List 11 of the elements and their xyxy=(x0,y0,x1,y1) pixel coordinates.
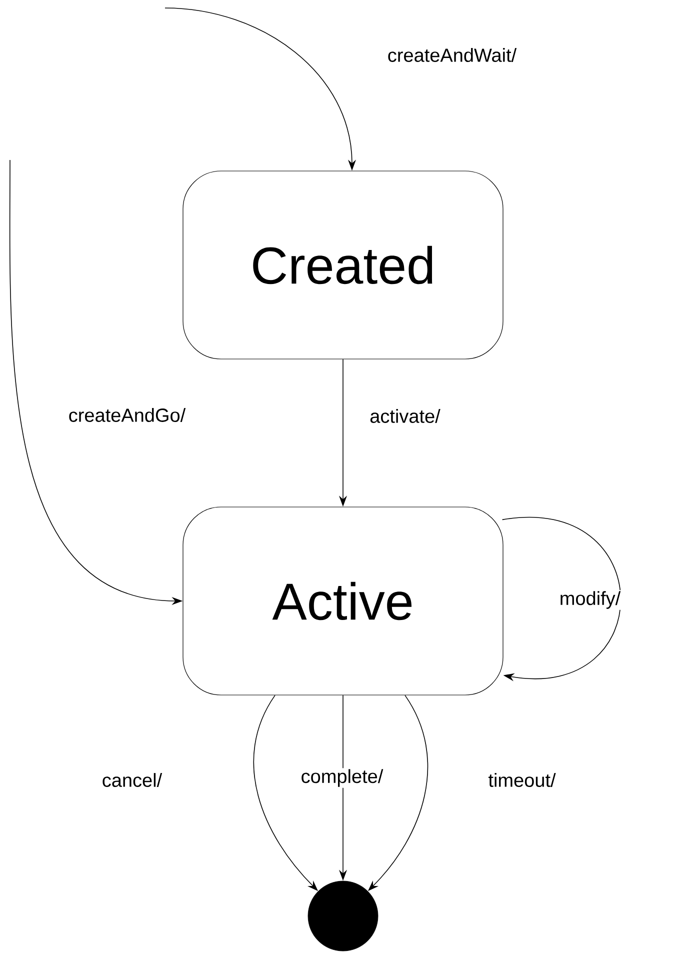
edge-label: createAndGo/ xyxy=(67,407,187,423)
state-box: Created xyxy=(182,170,504,360)
edge-label: activate/ xyxy=(368,408,442,424)
final-state-circle xyxy=(308,880,378,952)
arrow xyxy=(502,517,622,682)
edge-label: modify/ xyxy=(558,590,622,610)
edge-label: timeout/ xyxy=(487,772,557,788)
state-box: Active xyxy=(182,506,504,696)
edge-label: createAndWait/ xyxy=(386,47,518,63)
edge-label: complete/ xyxy=(300,768,384,788)
edge-label: cancel/ xyxy=(100,772,164,788)
